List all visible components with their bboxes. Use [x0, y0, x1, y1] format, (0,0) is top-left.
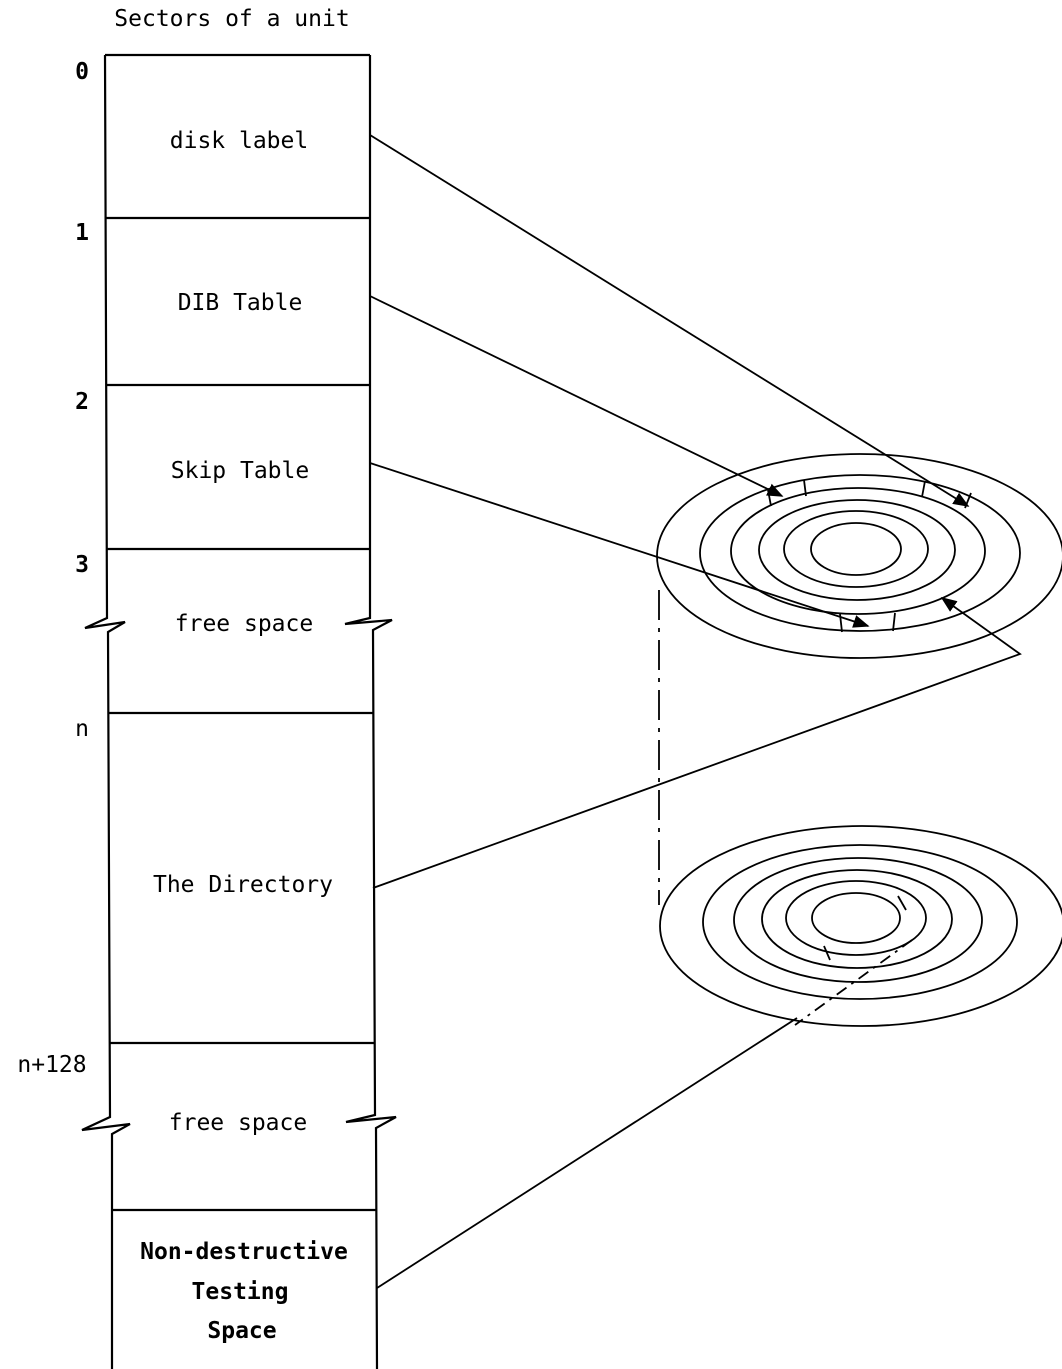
region-testing-line-3: Space [207, 1318, 276, 1344]
column-left-edge [81, 54, 131, 1369]
region-dib-table: DIB Table [178, 290, 303, 316]
region-skip-table: Skip Table [171, 458, 309, 484]
sector-number-n: n [75, 716, 89, 742]
region-directory: The Directory [153, 872, 333, 898]
sector-number-2: 2 [75, 389, 89, 415]
sector-number-0: 0 [75, 59, 89, 85]
pointer-skip-table [369, 462, 870, 628]
pointer-testing-space [376, 1017, 798, 1289]
bottom-platter-sector-dashed [794, 939, 913, 1026]
bottom-platter [659, 825, 1062, 1027]
sector-number-1: 1 [75, 220, 89, 246]
region-free-space-2: free space [169, 1110, 307, 1136]
column-right-edge [344, 55, 397, 1369]
pointer-directory [372, 597, 1022, 889]
region-testing-line-2: Testing [192, 1279, 289, 1305]
region-testing-line-1: Non-destructive [140, 1239, 348, 1265]
pointer-dib-table [369, 295, 784, 497]
pointer-disk-label [369, 134, 970, 507]
top-platter [656, 453, 1062, 659]
diagram-heading: Sectors of a unit [114, 6, 349, 32]
region-free-space-1: free space [175, 611, 313, 637]
sector-number-n128: n+128 [17, 1052, 86, 1078]
region-disk-label: disk label [170, 128, 308, 154]
sector-number-3: 3 [75, 552, 89, 578]
